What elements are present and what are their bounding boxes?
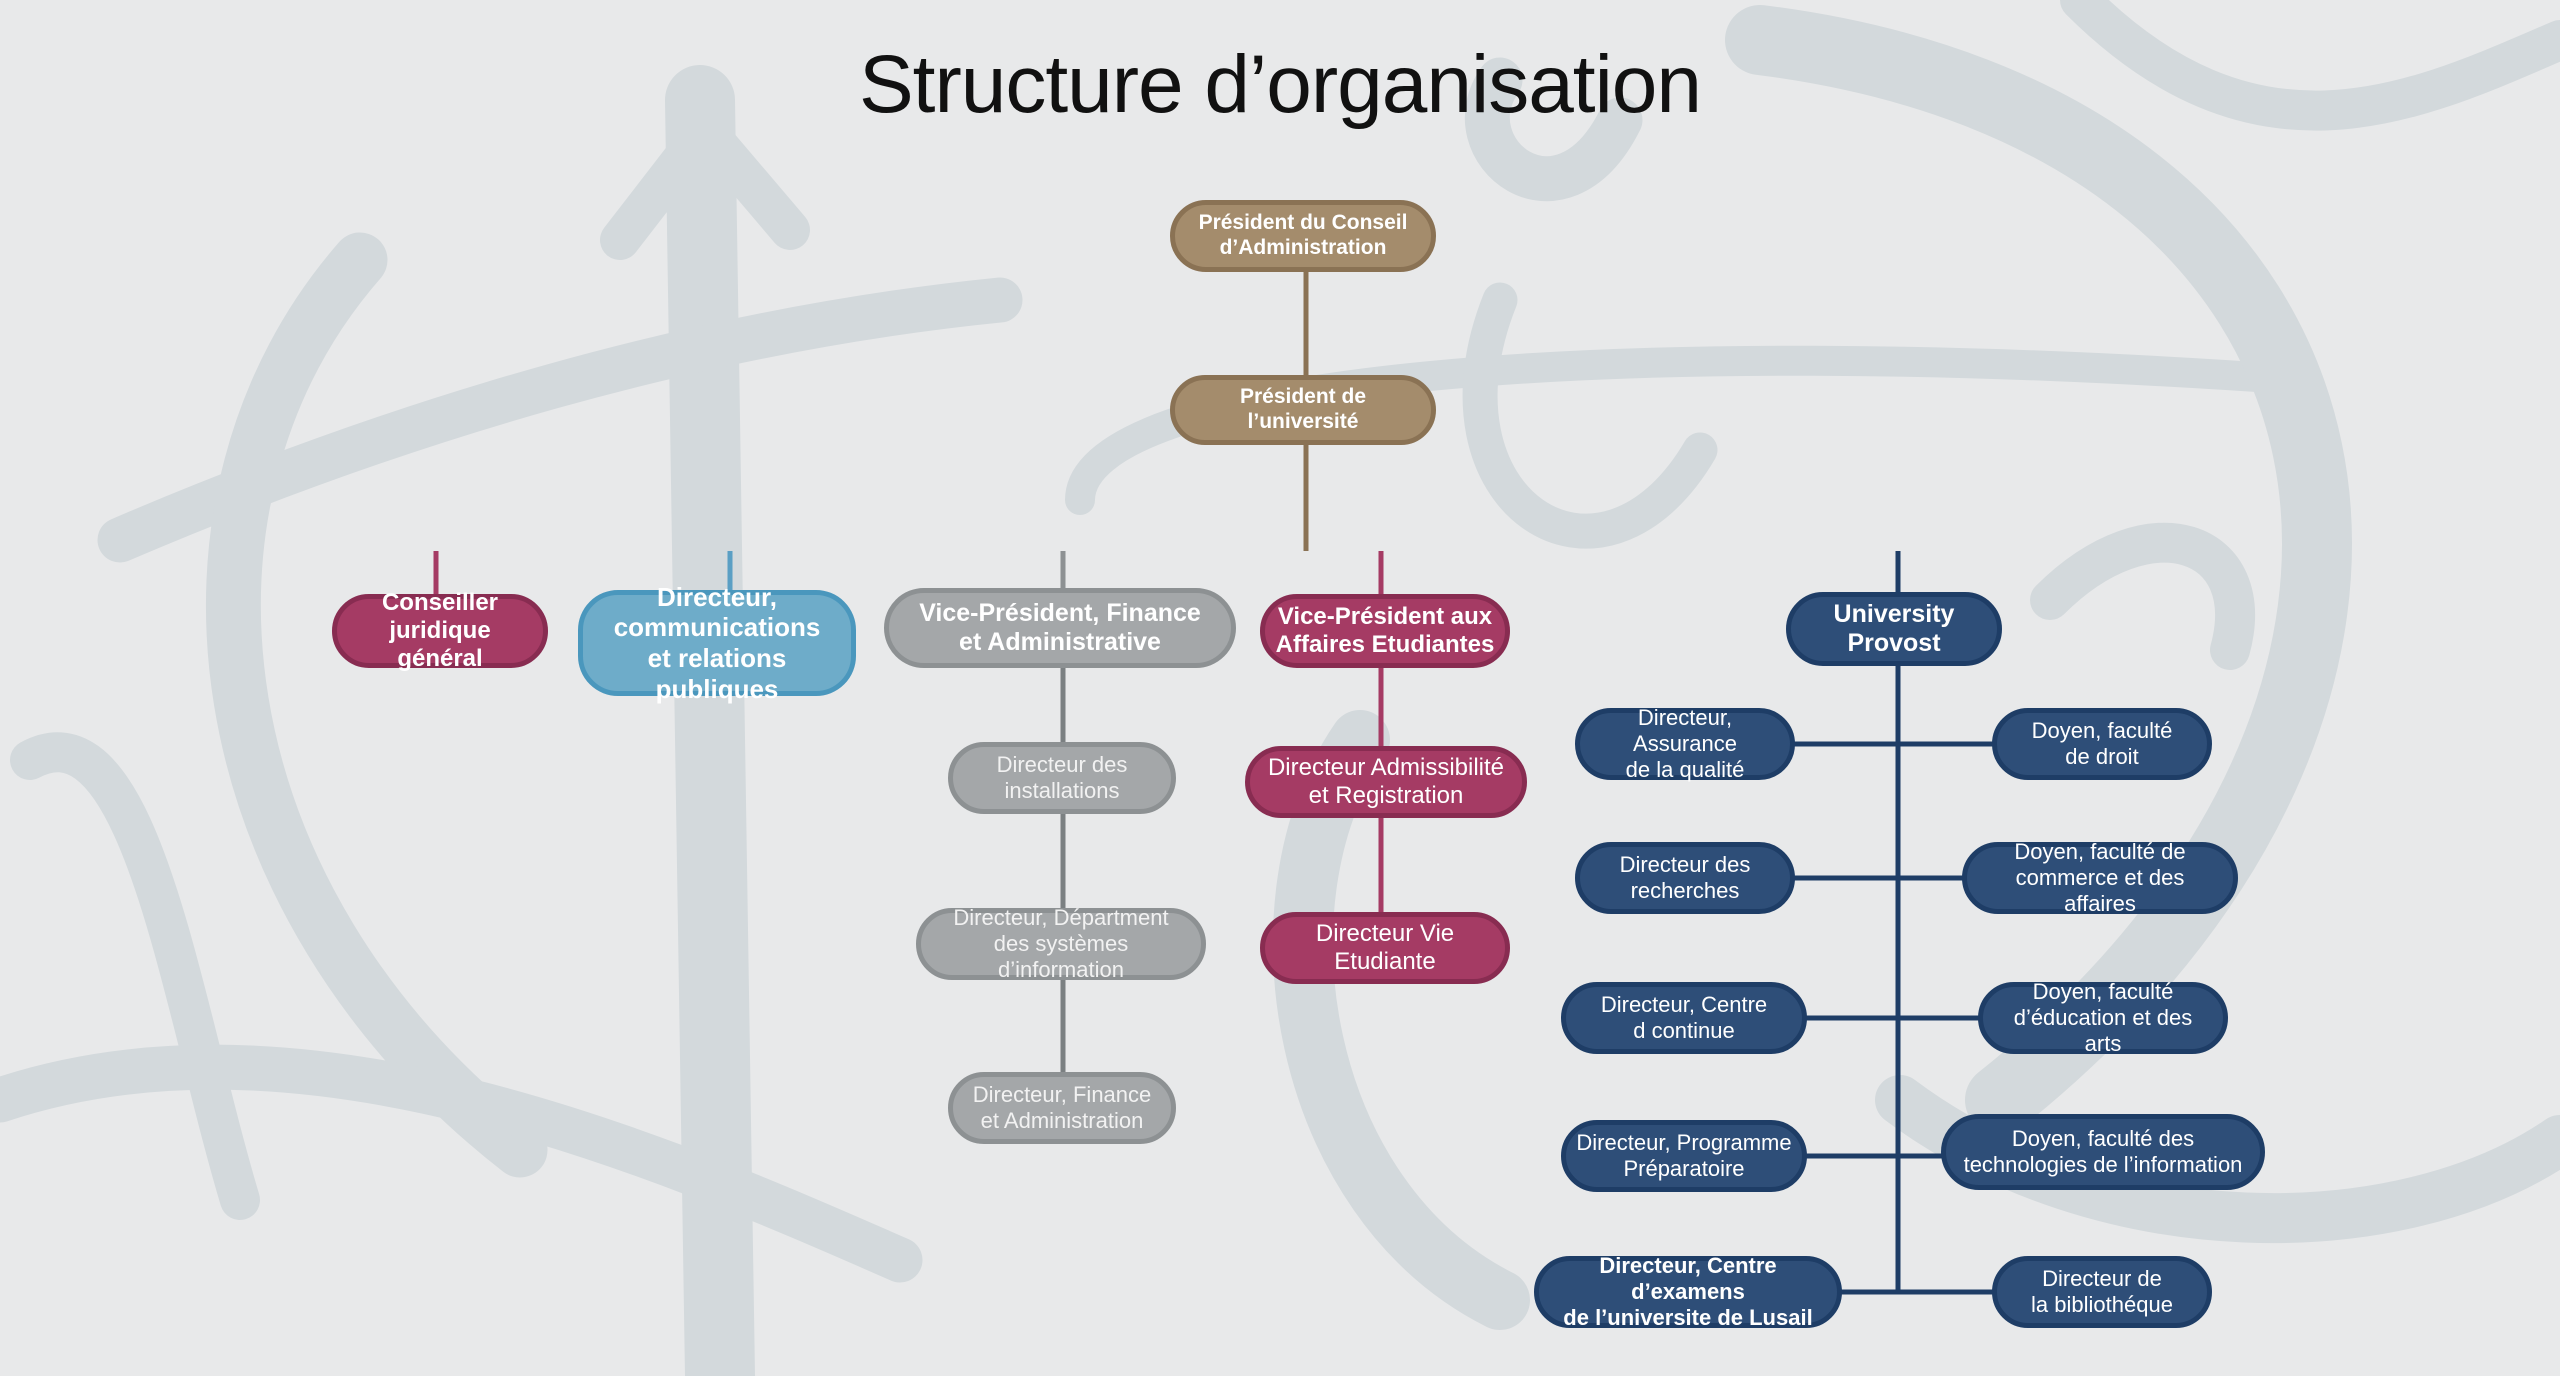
business-dean-box: Doyen, faculté de commerce et des affair…	[1962, 839, 2238, 916]
general-counsel-box: Conseiller juridique général	[332, 589, 548, 672]
law-dean-box: Doyen, faculté de droit	[1992, 708, 2212, 780]
chairman-box: Président du Conseil d’Administration	[1170, 200, 1436, 272]
exam-center-director-box: Directeur, Centre d’examens de l’univers…	[1534, 1253, 1842, 1330]
research-director-box: Directeur des recherches	[1575, 842, 1795, 914]
education-dean-box: Doyen, faculté d’éducation et des arts	[1978, 979, 2228, 1056]
is-director-box: Directeur, Départment des systèmes d’inf…	[916, 905, 1206, 982]
finance-director-box: Directeur, Finance et Administration	[948, 1072, 1176, 1144]
university-president-box: Président de l’université	[1170, 375, 1436, 445]
continuing-center-director-box: Directeur, Centre d continue	[1561, 982, 1807, 1054]
facilities-director-box: Directeur des installations	[948, 742, 1176, 814]
prep-program-director-box: Directeur, Programme Préparatoire	[1561, 1120, 1807, 1192]
admissions-director-box: Directeur Admissibilité et Registration	[1245, 746, 1527, 818]
quality-director-box: Directeur, Assurance de la qualité	[1575, 705, 1795, 782]
vp-students-box: Vice-Président aux Affaires Etudiantes	[1260, 594, 1510, 668]
student-life-director-box: Directeur Vie Etudiante	[1260, 912, 1510, 984]
communications-director-box: Directeur, communications et relations p…	[578, 582, 856, 704]
vp-finance-box: Vice-Président, Finance et Administrativ…	[884, 588, 1236, 668]
library-director-box: Directeur de la bibliothéque	[1992, 1256, 2212, 1328]
it-dean-box: Doyen, faculté des technologies de l’inf…	[1941, 1114, 2265, 1190]
provost-box: University Provost	[1786, 592, 2002, 666]
page-title: Structure d’organisation	[858, 39, 1702, 130]
